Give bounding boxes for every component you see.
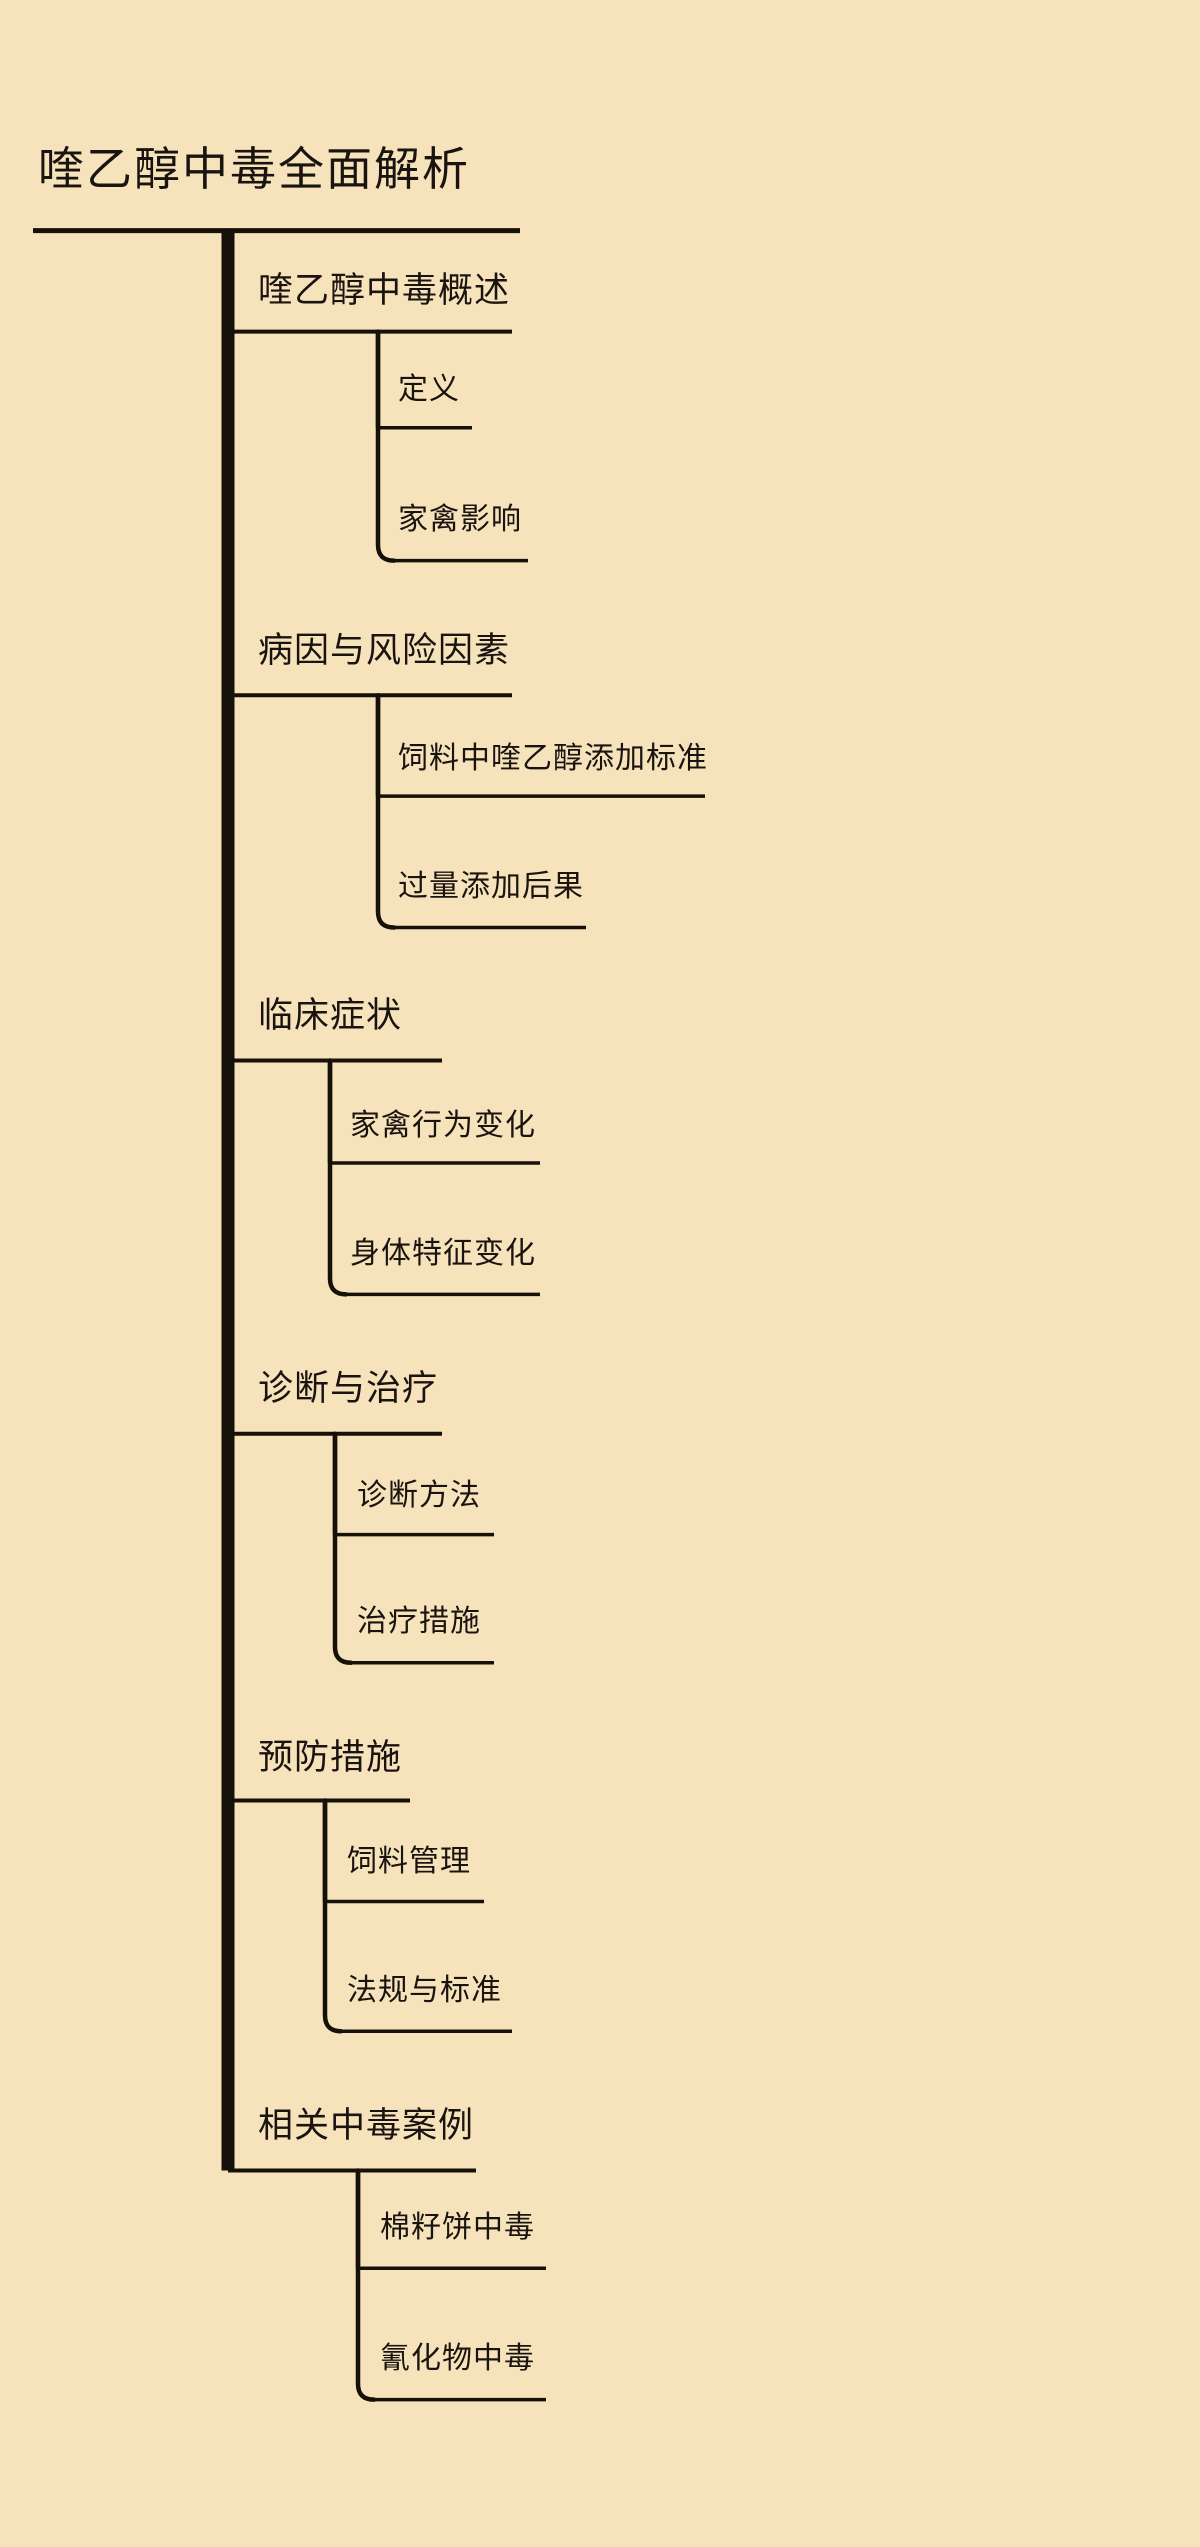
sub-spine-5	[322, 1798, 344, 2034]
root-node[interactable]: 喹乙醇中毒全面解析	[38, 143, 470, 196]
branch-label-2[interactable]: 病因与风险因素	[258, 630, 511, 670]
sub-spine-6	[355, 2168, 377, 2402]
sub-spine-1	[375, 329, 397, 563]
sub-spine-4	[332, 1431, 354, 1666]
child-label-4-1[interactable]: 诊断方法	[357, 1478, 481, 1512]
sub-spine-2	[375, 692, 397, 930]
branch-label-5[interactable]: 预防措施	[258, 1737, 403, 1777]
child-label-3-1[interactable]: 家禽行为变化	[350, 1108, 536, 1142]
child-label-4-2[interactable]: 治疗措施	[357, 1605, 481, 1639]
child-label-2-2[interactable]: 过量添加后果	[398, 869, 584, 903]
branch-label-3[interactable]: 临床症状	[258, 996, 403, 1036]
branch-label-6[interactable]: 相关中毒案例	[258, 2106, 475, 2146]
child-label-3-2[interactable]: 身体特征变化	[350, 1236, 536, 1270]
child-label-5-1[interactable]: 饲料管理	[347, 1845, 471, 1879]
sub-spine-3	[327, 1058, 349, 1297]
branch-label-4[interactable]: 诊断与治疗	[258, 1369, 439, 1409]
child-label-6-2[interactable]: 氰化物中毒	[380, 2341, 535, 2375]
child-label-1-1[interactable]: 定义	[398, 373, 460, 407]
child-label-6-1[interactable]: 棉籽饼中毒	[380, 2210, 535, 2244]
child-label-5-2[interactable]: 法规与标准	[347, 1973, 502, 2007]
branch-label-1[interactable]: 喹乙醇中毒概述	[258, 270, 511, 310]
child-label-2-1[interactable]: 饲料中喹乙醇添加标准	[398, 741, 708, 775]
child-label-1-2[interactable]: 家禽影响	[398, 503, 522, 537]
